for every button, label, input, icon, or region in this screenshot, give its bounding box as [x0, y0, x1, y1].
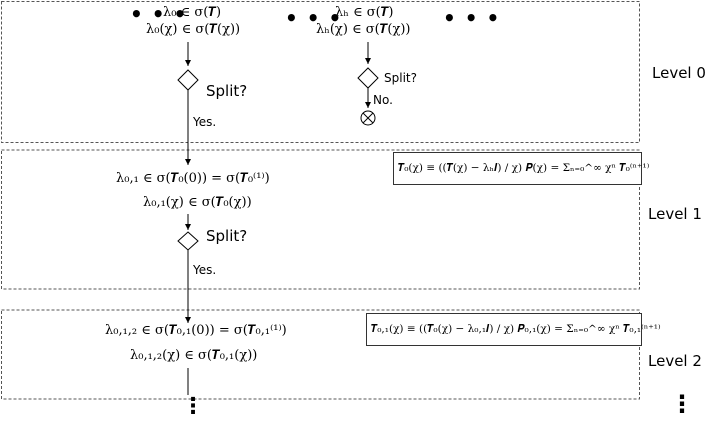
yes-label-level0: Yes. — [193, 115, 217, 129]
level0-left-eq1: λ₀ ∈ σ(𝑻) — [163, 5, 222, 20]
split-label-left: Split? — [206, 82, 248, 100]
level2-formula-box: 𝑻̃₀,₁(χ) ≡ ((𝑻̃₀(χ) − λ₀,₁𝑰) / χ) 𝑷₀,₁(χ… — [366, 313, 661, 346]
level-1-box — [1, 149, 640, 290]
terminate-circle-icon — [360, 110, 376, 126]
level2-eq2: λ₀,₁,₂(χ) ∈ σ(𝑻̃₀,₁(χ)) — [130, 348, 258, 363]
level-0-box — [1, 1, 640, 143]
no-label: No. — [373, 93, 393, 107]
level0-mid-dots: • • • — [285, 6, 343, 30]
split-diamond-left — [177, 69, 199, 91]
level0-mid-eq1: λₕ ∈ σ(𝑻) — [335, 5, 394, 20]
level0-right-dots: • • • — [443, 6, 501, 30]
split-label-right: Split? — [384, 71, 417, 85]
level1-eq1: λ₀,₁ ∈ σ(𝑻̃₀(0)) = σ(𝑻̃₀⁽¹⁾) — [116, 171, 270, 186]
level2-eq1: λ₀,₁,₂ ∈ σ(𝑻̃₀,₁(0)) = σ(𝑻̃₀,₁⁽¹⁾) — [105, 323, 287, 338]
yes-label-level1: Yes. — [193, 263, 217, 277]
split-label-level1: Split? — [206, 227, 248, 245]
level-2-box — [1, 309, 640, 400]
level0-left-eq2: λ₀(χ) ∈ σ(𝑻(χ)) — [146, 22, 241, 37]
level0-mid-eq2: λₕ(χ) ∈ σ(𝑻(χ)) — [316, 22, 411, 37]
split-diamond-right — [357, 67, 379, 89]
vdots-right: ⋮ — [670, 390, 694, 418]
level-0-label: Level 0 — [652, 64, 706, 82]
level-2-label: Level 2 — [648, 352, 702, 370]
level1-formula-box: 𝑻̃₀(χ) ≡ ((𝑻(χ) − λₕ𝑰) / χ) 𝑷(χ) = Σₙ₌₀^… — [393, 152, 649, 185]
vdots-center: ⋮ — [182, 394, 204, 419]
level-1-label: Level 1 — [648, 205, 702, 223]
level0-left-dots: • • • — [130, 2, 188, 26]
level1-eq2: λ₀,₁(χ) ∈ σ(𝑻̃₀(χ)) — [143, 195, 252, 210]
split-diamond-level1 — [177, 231, 199, 251]
